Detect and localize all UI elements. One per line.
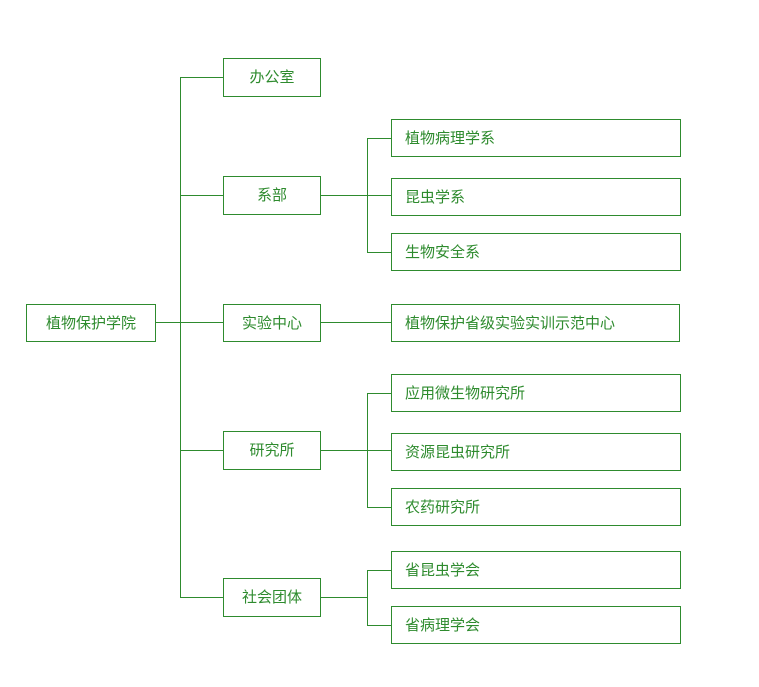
leaf-node-entomology: 昆虫学系 [391, 178, 681, 216]
connector-root [156, 322, 181, 323]
connector-dept-child-3 [367, 252, 391, 253]
connector-soc-child-2 [367, 625, 391, 626]
connector-branch-4 [180, 450, 223, 451]
leaf-node-pesticide-institute: 农药研究所 [391, 488, 681, 526]
leaf-node-resource-insect-institute: 资源昆虫研究所 [391, 433, 681, 471]
leaf-node-entomology-society: 省昆虫学会 [391, 551, 681, 589]
connector-branch-2 [180, 195, 223, 196]
connector-branch-1 [180, 77, 223, 78]
connector-branch-5 [180, 597, 223, 598]
connector-dept-child-2 [367, 195, 391, 196]
branch-node-society: 社会团体 [223, 578, 321, 617]
branch-node-department: 系部 [223, 176, 321, 215]
leaf-node-biosecurity: 生物安全系 [391, 233, 681, 271]
connector-dept-child-1 [367, 138, 391, 139]
connector-lab-child [320, 322, 391, 323]
leaf-node-plant-pathology: 植物病理学系 [391, 119, 681, 157]
leaf-node-pathology-society: 省病理学会 [391, 606, 681, 644]
branch-node-office: 办公室 [223, 58, 321, 97]
connector-dept-out [320, 195, 368, 196]
leaf-node-lab-demo-center: 植物保护省级实验实训示范中心 [391, 304, 680, 342]
connector-trunk [180, 77, 181, 598]
branch-node-institute: 研究所 [223, 431, 321, 470]
connector-inst-out [320, 450, 368, 451]
branch-node-lab-center: 实验中心 [223, 304, 321, 342]
connector-inst-child-2 [367, 450, 391, 451]
connector-inst-child-1 [367, 393, 391, 394]
connector-soc-spine [367, 570, 368, 625]
connector-soc-out [320, 597, 368, 598]
connector-soc-child-1 [367, 570, 391, 571]
leaf-node-microbiology-institute: 应用微生物研究所 [391, 374, 681, 412]
root-node: 植物保护学院 [26, 304, 156, 342]
connector-inst-child-3 [367, 507, 391, 508]
connector-branch-3 [180, 322, 223, 323]
